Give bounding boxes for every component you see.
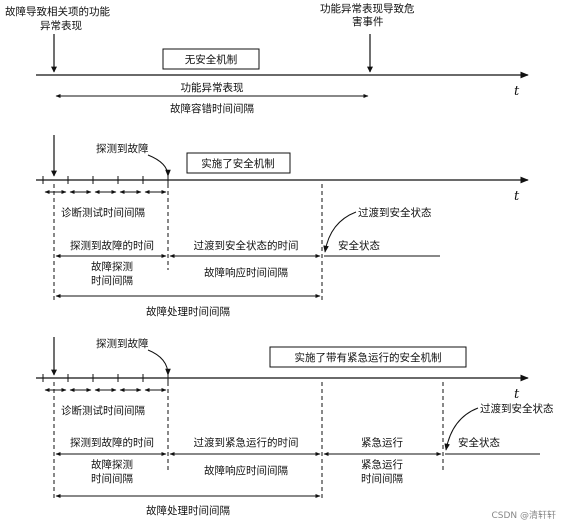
emergency-label-3: 紧急运行 xyxy=(361,436,403,449)
hazard-label-line2: 害事件 xyxy=(352,15,384,28)
diagnostic-test-markers-3 xyxy=(42,374,169,392)
time-to-detect-label-3: 探测到故障的时间 xyxy=(70,436,154,449)
frti-label-2: 故障响应时间间隔 xyxy=(204,266,288,279)
eoti-label-3-line2: 时间间隔 xyxy=(361,472,403,485)
section-with-safety-mechanism: 探测到故障 实施了安全机制 t 诊断测试时间间隔 过渡到安全状态 探测到故障的时… xyxy=(36,135,529,318)
detect-pointer-3 xyxy=(147,349,171,376)
transition-safe-pointer-3 xyxy=(444,407,479,451)
watermark: CSDN @清轩轩 xyxy=(491,509,556,521)
fdti-label-3-line2: 时间间隔 xyxy=(91,472,133,485)
transition-safe-label-3: 过渡到安全状态 xyxy=(480,402,554,415)
section-no-safety-mechanism: 故障导致相关项的功能 异常表现 功能异常表现导致危 害事件 无安全机制 t 功能… xyxy=(5,2,529,115)
functional-abnormality-label: 功能异常表现 xyxy=(181,81,244,94)
time-to-safe-label-2: 过渡到安全状态的时间 xyxy=(194,239,299,252)
eoti-label-3-line1: 紧急运行 xyxy=(361,458,403,471)
no-safety-mechanism-label: 无安全机制 xyxy=(185,53,238,66)
fdti-label-2-line1: 故障探测 xyxy=(91,260,133,273)
fdti-label-3-line1: 故障探测 xyxy=(91,458,133,471)
safety-mechanism-box xyxy=(186,152,291,174)
safe-state-label-2: 安全状态 xyxy=(338,239,380,252)
safety-mechanism-label: 实施了安全机制 xyxy=(201,157,275,170)
hazard-label-line1: 功能异常表现导致危 xyxy=(320,2,415,15)
time-to-detect-label-2: 探测到故障的时间 xyxy=(70,239,154,252)
detect-pointer-2 xyxy=(147,154,171,177)
emergency-mechanism-box xyxy=(269,346,467,368)
time-axis-label-1: t xyxy=(514,84,520,99)
fault-start-label-line1: 故障导致相关项的功能 xyxy=(5,5,110,18)
transition-safe-pointer-2 xyxy=(323,211,357,253)
frti-label-3: 故障响应时间间隔 xyxy=(204,464,288,477)
fault-tolerant-interval-label: 故障容错时间间隔 xyxy=(170,102,254,115)
diagnostic-interval-label-3: 诊断测试时间间隔 xyxy=(61,404,145,417)
detect-label-2: 探测到故障 xyxy=(96,142,149,155)
emergency-mechanism-label: 实施了带有紧急运行的安全机制 xyxy=(295,351,442,364)
diagnostic-test-markers-2 xyxy=(42,176,169,194)
time-axis-label-3: t xyxy=(514,387,520,402)
time-axis-label-2: t xyxy=(514,189,520,204)
detect-label-3: 探测到故障 xyxy=(96,337,149,350)
diagnostic-interval-label-2: 诊断测试时间间隔 xyxy=(61,206,145,219)
time-to-emergency-label-3: 过渡到紧急运行的时间 xyxy=(194,436,299,449)
fault-start-label-line2: 异常表现 xyxy=(40,19,82,32)
fhti-label-3: 故障处理时间间隔 xyxy=(146,504,230,517)
safe-state-label-3: 安全状态 xyxy=(458,436,500,449)
no-safety-mechanism-box xyxy=(162,48,260,70)
transition-safe-label-2: 过渡到安全状态 xyxy=(358,206,432,219)
section-with-emergency-operation: 探测到故障 实施了带有紧急运行的安全机制 t 诊断测试时间间隔 过渡到安全状态 … xyxy=(36,337,554,517)
fdti-label-2-line2: 时间间隔 xyxy=(91,274,133,287)
fhti-label-2: 故障处理时间间隔 xyxy=(146,305,230,318)
